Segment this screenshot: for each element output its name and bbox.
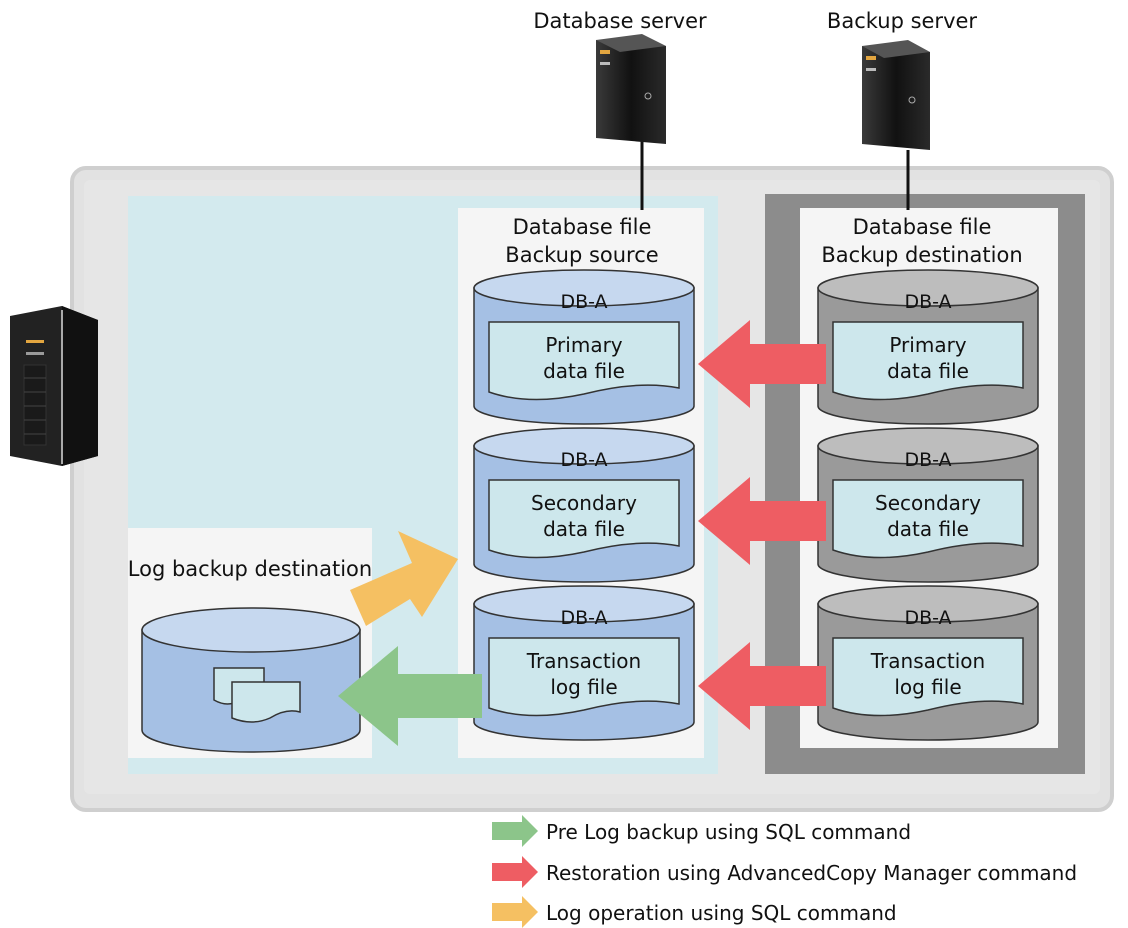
source-file-1-line1: Primary bbox=[545, 333, 622, 357]
source-file-1-doc bbox=[488, 321, 680, 401]
database-server-label: Database server bbox=[533, 9, 707, 33]
destination-file-1-doc bbox=[832, 321, 1024, 401]
destination-file-2-line1: Secondary bbox=[875, 491, 981, 515]
source-cylinder-3-db-label: DB-A bbox=[560, 607, 607, 629]
destination-file-1-line2: data file bbox=[887, 359, 969, 383]
log-backup-label: Log backup destination bbox=[128, 557, 372, 581]
source-title-line2: Backup source bbox=[505, 243, 658, 267]
backup-server-icon bbox=[862, 40, 930, 150]
yellow-log-operation-arrow bbox=[350, 531, 458, 626]
destination-cylinder-2-db-label: DB-A bbox=[904, 449, 951, 471]
legend-red-arrow bbox=[492, 856, 538, 888]
legend: Pre Log backup using SQL command Restora… bbox=[492, 815, 1077, 928]
destination-title-line1: Database file bbox=[853, 215, 992, 239]
source-file-1-line2: data file bbox=[543, 359, 625, 383]
destination-cylinder-1-db-label: DB-A bbox=[904, 291, 951, 313]
source-file-3-line2: log file bbox=[550, 675, 617, 699]
destination-cylinder-3-db-label: DB-A bbox=[904, 607, 951, 629]
legend-yellow-label: Log operation using SQL command bbox=[546, 901, 897, 925]
source-file-3-line1: Transaction bbox=[526, 649, 641, 673]
source-file-2-doc bbox=[488, 479, 680, 559]
destination-file-3-line2: log file bbox=[894, 675, 961, 699]
source-file-3-doc bbox=[488, 637, 680, 717]
source-cylinder-1-db-label: DB-A bbox=[560, 291, 607, 313]
red-restoration-arrow-3 bbox=[698, 642, 826, 730]
source-title-line1: Database file bbox=[513, 215, 652, 239]
backup-server-label: Backup server bbox=[827, 9, 977, 33]
legend-green-label: Pre Log backup using SQL command bbox=[546, 820, 911, 844]
source-file-2-line1: Secondary bbox=[531, 491, 637, 515]
legend-green-arrow bbox=[492, 815, 538, 847]
database-server-icon bbox=[596, 34, 666, 144]
destination-file-3-doc bbox=[832, 637, 1024, 717]
red-restoration-arrow-1 bbox=[698, 320, 826, 408]
green-log-backup-arrow bbox=[338, 646, 482, 746]
source-cylinder-2-db-label: DB-A bbox=[560, 449, 607, 471]
red-restoration-arrow-2 bbox=[698, 477, 826, 565]
destination-file-2-doc bbox=[832, 479, 1024, 559]
storage-device-icon bbox=[10, 306, 98, 466]
legend-red-label: Restoration using AdvancedCopy Manager c… bbox=[546, 861, 1077, 885]
destination-file-3-line1: Transaction bbox=[870, 649, 985, 673]
destination-title-line2: Backup destination bbox=[821, 243, 1022, 267]
destination-file-2-line2: data file bbox=[887, 517, 969, 541]
source-file-2-line2: data file bbox=[543, 517, 625, 541]
destination-file-1-line1: Primary bbox=[889, 333, 966, 357]
log-file-stack-icon bbox=[213, 667, 301, 723]
legend-yellow-arrow bbox=[492, 896, 538, 928]
